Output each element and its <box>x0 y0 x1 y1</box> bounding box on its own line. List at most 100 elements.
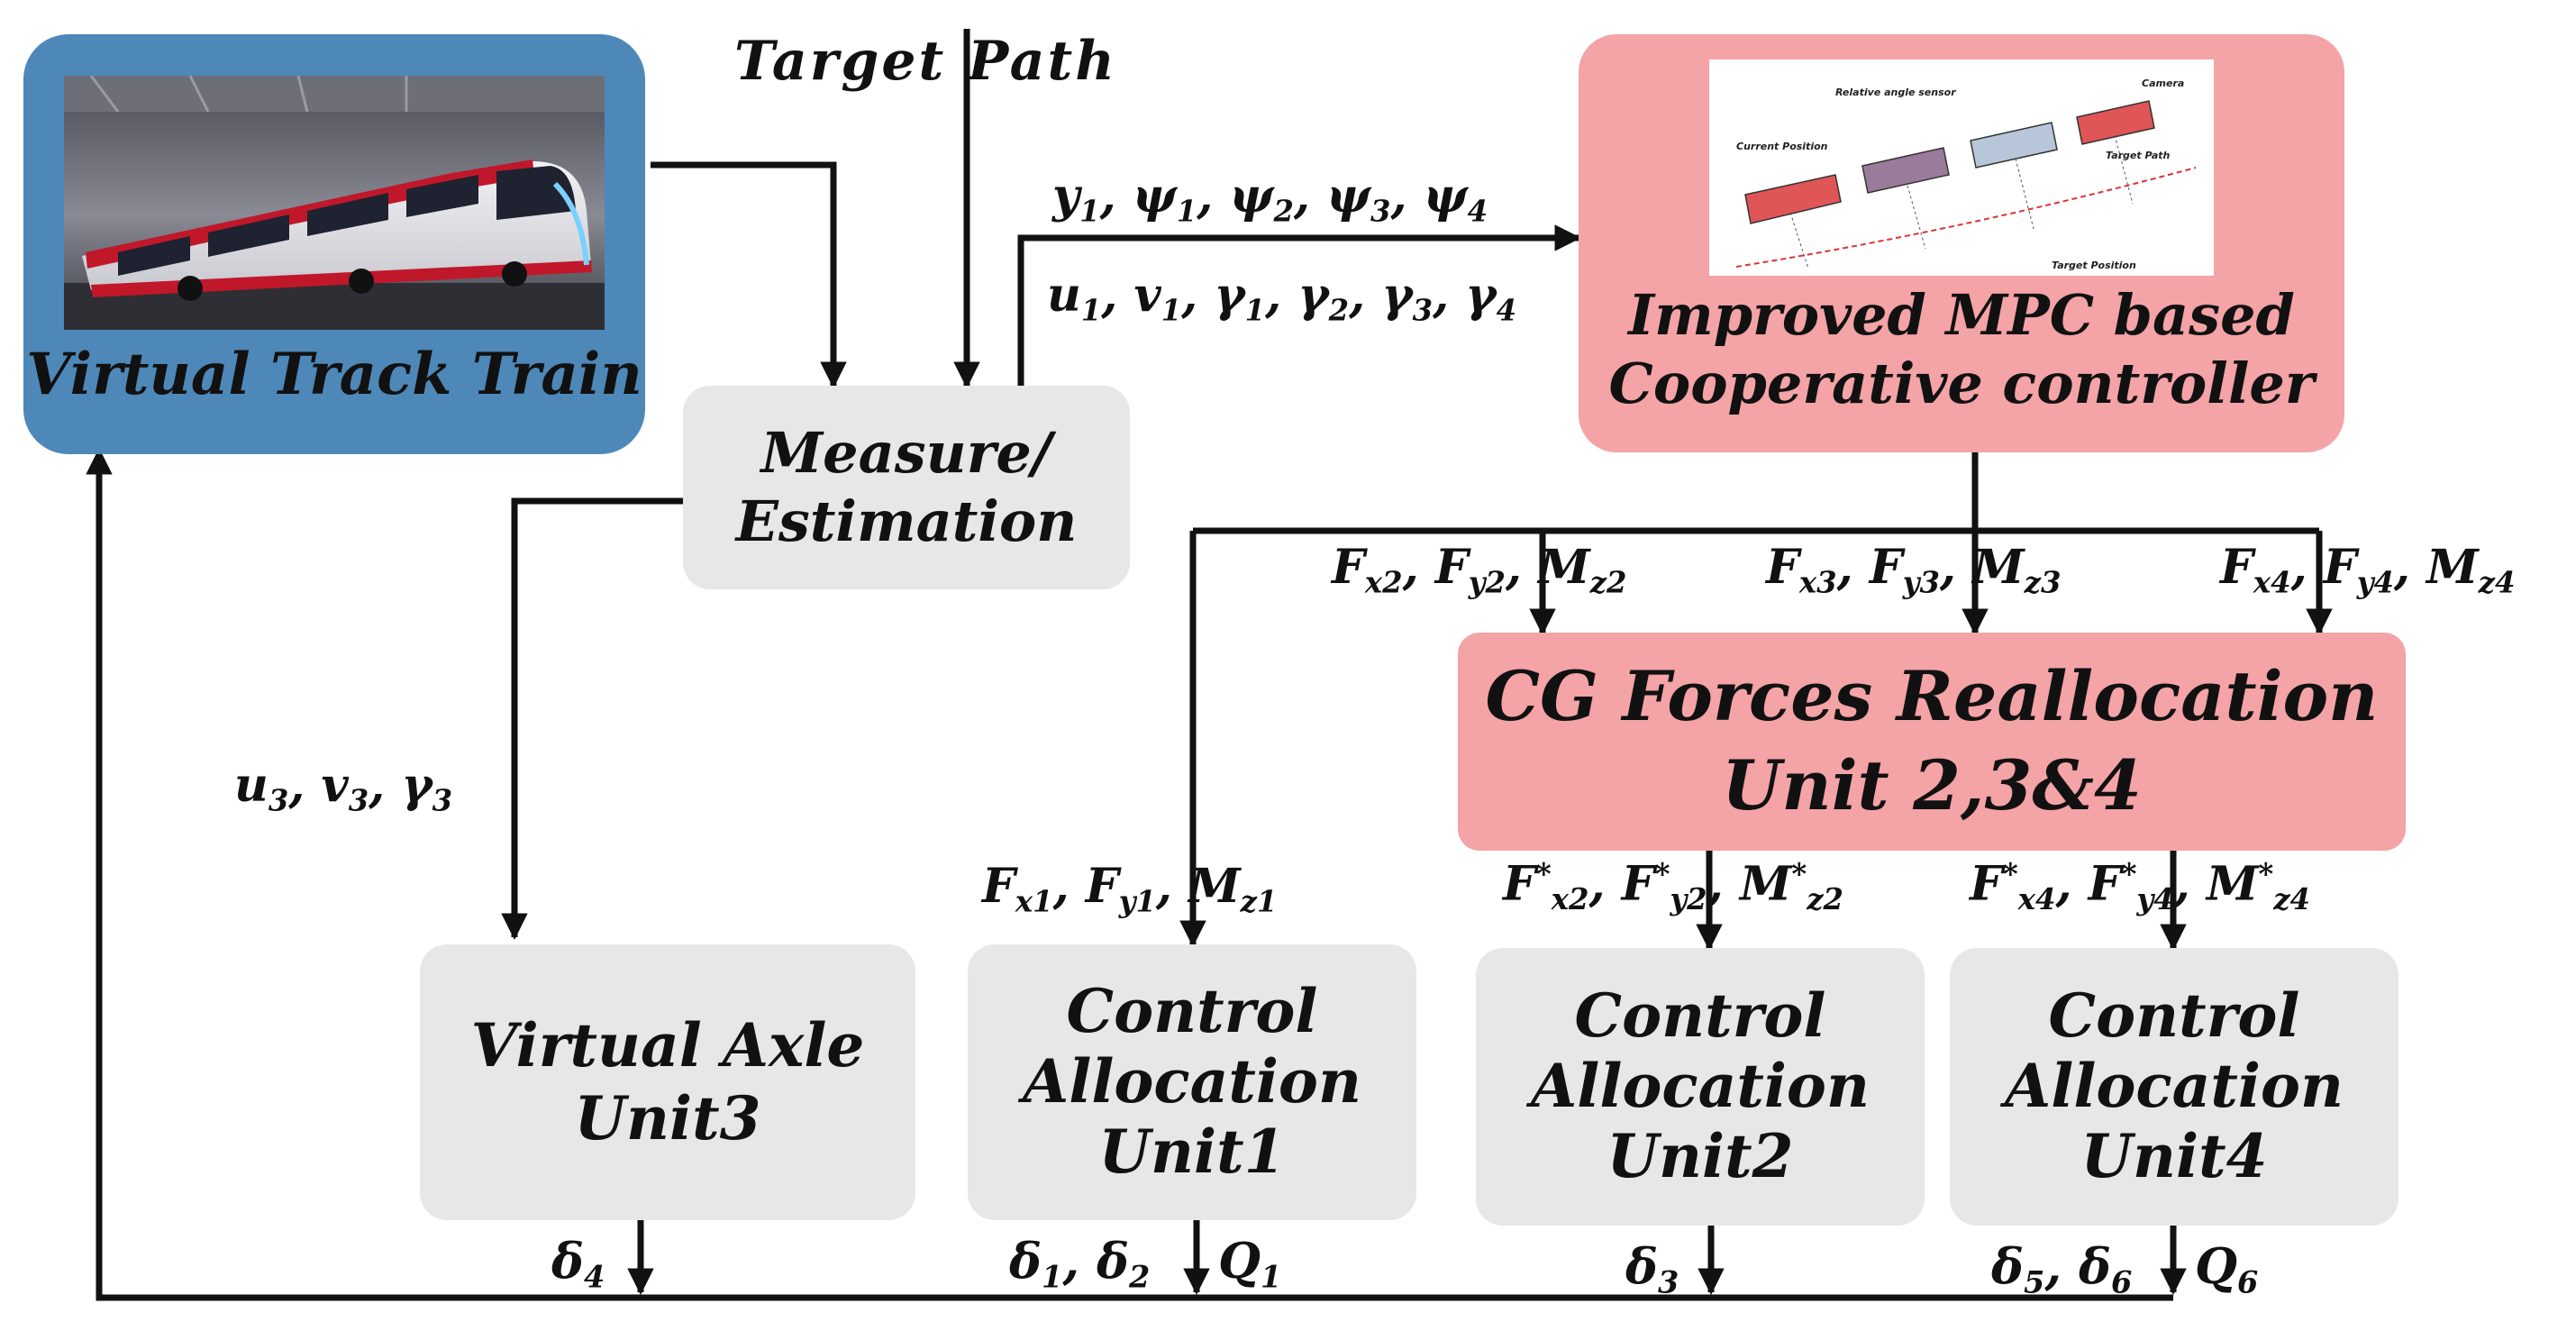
symbol-base: M <box>2426 540 2479 595</box>
symbol-subscript: y2 <box>1670 882 1707 917</box>
symbol-subscript: 3 <box>1412 293 1434 328</box>
symbol-subscript: 6 <box>2110 1264 2133 1300</box>
ca4-line-2: Allocation <box>2005 1051 2344 1122</box>
symbol-subscript: z4 <box>2273 882 2310 917</box>
symbol-base: v <box>1133 268 1161 323</box>
symbol-subscript: 1 <box>1161 293 1182 328</box>
signal-label-u-v-gamma: u1, v1, γ1, γ2, γ3, γ4 <box>1047 268 1517 328</box>
mpc-image-text-target-position: Target Position <box>2052 260 2136 271</box>
ca2-line-2: Allocation <box>1531 1051 1870 1122</box>
symbol-base: δ <box>1096 1232 1129 1290</box>
symbol-subscript: 3 <box>1658 1264 1679 1300</box>
symbol-base: γ <box>401 758 432 813</box>
ca2-line-3: Unit2 <box>1607 1120 1794 1191</box>
symbol-base: γ <box>1297 268 1329 323</box>
symbol-subscript: 6 <box>2237 1264 2259 1300</box>
symbol-superscript: * <box>2121 857 2137 891</box>
measure-line-1: Measure/ <box>760 420 1052 487</box>
symbol-base: M <box>1188 859 1241 914</box>
symbol-base: F <box>2323 540 2357 595</box>
symbol-subscript: x2 <box>1364 565 1403 600</box>
symbol-superscript: * <box>2258 857 2274 891</box>
symbol-subscript: x4 <box>2017 882 2056 917</box>
symbol-subscript: x4 <box>2253 565 2291 600</box>
control-allocation-unit1-block: Control Allocation Unit1 <box>968 944 1416 1220</box>
signal-label-y-psi: y1, ψ1, ψ2, ψ3, ψ4 <box>1052 169 1488 229</box>
symbol-base: y <box>1052 169 1080 223</box>
output-label-delta1-delta2: δ1, δ2 <box>1009 1232 1151 1295</box>
symbol-base: γ <box>1381 268 1413 323</box>
symbol-superscript: * <box>1791 857 1807 891</box>
force-label-unit3: Fx3, Fy3, Mz3 <box>1766 540 2062 600</box>
mpc-image-text-target-path: Target Path <box>2106 150 2171 161</box>
symbol-subscript: 1 <box>1079 194 1100 229</box>
mpc-line-2: Cooperative controller <box>1608 350 2315 416</box>
output-label-q1: Q1 <box>1218 1236 1281 1292</box>
axle-line-1: Virtual Axle <box>470 1010 865 1081</box>
tram-photo <box>64 76 605 330</box>
output-label-delta4: δ4 <box>551 1236 605 1292</box>
symbol-base: δ <box>1625 1237 1659 1295</box>
mpc-schematic-image: Current Position Relative angle sensor C… <box>1709 59 2214 276</box>
symbol-subscript: 1 <box>1244 293 1266 328</box>
symbol-subscript: 1 <box>1042 1259 1063 1295</box>
symbol-base: F <box>1766 540 1799 595</box>
ca1-line-2: Allocation <box>1023 1046 1361 1117</box>
force-label-unit1: Fx1, Fy1, Mz1 <box>982 859 1278 919</box>
mpc-image-text-relative: Relative angle sensor <box>1835 87 1956 98</box>
mpc-image-text-camera: Camera <box>2142 77 2184 89</box>
symbol-base: γ <box>1465 268 1497 323</box>
mpc-line-1: Improved MPC based <box>1628 282 2295 348</box>
symbol-subscript: 1 <box>1080 293 1102 328</box>
force-star-label-unit2: F*x2, F*y2, M*z2 <box>1503 856 1843 917</box>
mpc-image-text-current: Current Position <box>1736 141 1828 152</box>
control-allocation-unit4-block: Control Allocation Unit4 <box>1950 948 2399 1226</box>
symbol-subscript: y3 <box>1902 565 1940 600</box>
symbol-subscript: 4 <box>1467 194 1488 229</box>
symbol-base: γ <box>1214 268 1245 323</box>
ca2-line-1: Control <box>1574 980 1826 1052</box>
arrow-train-to-measure <box>651 161 847 388</box>
symbol-base: ψ <box>1132 169 1177 223</box>
symbol-base: F <box>2220 540 2253 595</box>
symbol-base: Q <box>2195 1237 2238 1295</box>
arrow-measure-to-axle <box>501 497 683 940</box>
symbol-base: M <box>1538 540 1590 595</box>
symbol-subscript: 1 <box>1261 1259 1282 1295</box>
symbol-subscript: y1 <box>1118 884 1156 919</box>
symbol-base: ψ <box>1326 169 1371 223</box>
symbol-subscript: 4 <box>1496 293 1517 328</box>
axle-line-2: Unit3 <box>574 1083 761 1153</box>
ca4-line-3: Unit4 <box>2080 1120 2268 1191</box>
symbol-base: F <box>982 859 1015 914</box>
symbol-subscript: 2 <box>1273 194 1294 229</box>
symbol-subscript: x3 <box>1798 565 1837 600</box>
mpc-controller-block: Current Position Relative angle sensor C… <box>1579 34 2344 452</box>
force-label-unit4: Fx4, Fy4, Mz4 <box>2220 540 2516 600</box>
feedback-line <box>86 448 2173 1301</box>
symbol-base: F <box>1332 540 1365 595</box>
symbol-subscript: 4 <box>584 1259 605 1295</box>
symbol-base: v <box>321 758 349 813</box>
symbol-subscript: 3 <box>348 783 369 818</box>
ca1-line-1: Control <box>1066 976 1318 1047</box>
symbol-subscript: z1 <box>1240 884 1278 919</box>
cg-line-1: CG Forces Reallocation <box>1485 656 2379 737</box>
symbol-base: F <box>1434 540 1469 595</box>
symbol-subscript: z2 <box>1807 882 1843 917</box>
symbol-base: δ <box>1991 1237 2025 1295</box>
symbol-base: u <box>234 758 269 813</box>
symbol-subscript: 2 <box>1128 1259 1151 1295</box>
force-label-unit2: Fx2, Fy2, Mz2 <box>1332 540 1627 600</box>
symbol-subscript: x1 <box>1015 884 1053 919</box>
symbol-subscript: 3 <box>432 783 453 818</box>
train-block-title: Virtual Track Train <box>26 341 642 408</box>
symbol-subscript: z4 <box>2478 565 2516 600</box>
measure-line-2: Estimation <box>735 488 1078 554</box>
symbol-base: ψ <box>1229 169 1274 223</box>
output-label-delta5-delta6: δ5, δ6 <box>1991 1237 2133 1300</box>
symbol-superscript: * <box>1654 857 1670 891</box>
symbol-base: F <box>1970 856 2003 912</box>
symbol-base: M <box>1972 540 2025 595</box>
